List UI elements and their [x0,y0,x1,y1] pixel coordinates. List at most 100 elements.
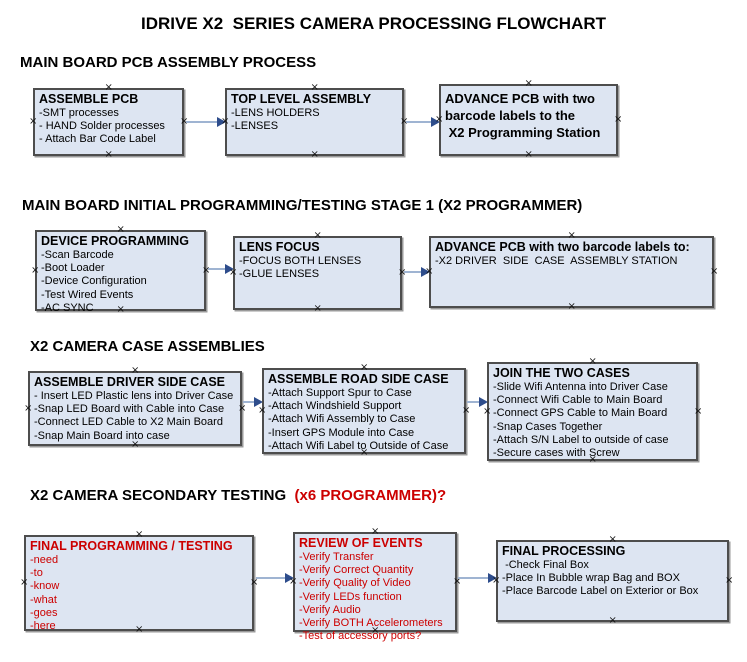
box-line: -Place Barcode Label on Exterior or Box [502,585,699,598]
box-items: -Verify Transfer-Verify Correct Quantity… [299,551,451,643]
box-items: - Insert LED Plastic lens into Driver Ca… [34,390,236,443]
connection-handle-icon: × [725,575,734,586]
connection-handle-icon: × [524,78,533,89]
arrowhead-icon [431,117,440,127]
box-line: -Insert GPS Module into Case [268,426,415,439]
box-line: -Attach Windshield Support [268,400,402,413]
box-line: -Snap LED Board with Cable into Case [34,403,225,416]
connection-handle-icon: × [360,362,369,373]
connection-handle-icon: × [694,405,703,417]
connection-handle-icon: × [567,230,576,241]
box-line: -Secure cases with Screw [493,447,620,460]
section-heading-case-assemblies: X2 CAMERA CASE ASSEMBLIES [30,338,265,355]
box-title: REVIEW OF EVENTS [299,536,423,550]
box-items: -Check Final Box-Place In Bubble wrap Ba… [502,559,723,599]
flow-arrow [186,117,226,127]
box-line: -Attach Support Spur to Case [268,387,412,399]
flow-box-advance-pcb-driver-side: ADVANCE PCB with two barcode labels to: … [425,231,718,312]
box-items: -SMT processes- HAND Solder processes- A… [39,107,178,147]
box-line: -Verify LEDs function [299,590,402,603]
box-line: -Scan Barcode [41,249,114,261]
section-heading-text: MAIN BOARD PCB ASSEMBLY PROCESS [20,54,317,71]
flow-box-top-level-assembly: TOP LEVEL ASSEMBLY -LENS HOLDERS-LENSES … [221,83,408,160]
arrowhead-icon [479,397,488,407]
box-line: -Device Configuration [41,275,147,288]
box-line: -here [30,620,56,633]
flow-box-assemble-driver-side-case: ASSEMBLE DRIVER SIDE CASE - Insert LED P… [24,366,246,450]
connection-handle-icon: × [524,149,533,160]
flow-box-assemble-road-side-case: ASSEMBLE ROAD SIDE CASE -Attach Support … [258,363,470,458]
flow-box-final-programming-testing: FINAL PROGRAMMING / TESTING -need-to-kno… [20,530,258,635]
box-line: -Snap Main Board into case [34,429,170,442]
box-line: -Slide Wifi Antenna into Driver Case [493,381,668,393]
arrowhead-icon [254,397,263,407]
connection-handle-icon: × [20,577,29,588]
connection-handle-icon: × [313,230,322,241]
connection-handle-icon: × [104,149,113,160]
arrowhead-icon [488,573,497,583]
box-line: -know [30,580,60,593]
box-line: -FOCUS BOTH LENSES [239,255,362,267]
flow-arrow [458,573,497,583]
section-heading-red-text: (x6 PROGRAMMER)? [290,487,447,504]
connection-handle-icon: × [462,405,471,416]
box-title: TOP LEVEL ASSEMBLY [231,92,372,106]
connection-handle-icon: × [104,82,113,93]
arrowhead-icon [421,267,430,277]
connection-handle-icon: × [483,405,492,417]
flow-arrow [406,117,440,127]
flow-arrow [208,264,234,274]
box-items: -X2 DRIVER SIDE CASE ASSEMBLY STATION [435,255,708,268]
box-title: ASSEMBLE ROAD SIDE CASE [268,372,449,386]
box-line: -need [30,554,59,566]
box-line: -Verify Quality of Video [299,577,411,590]
section-heading-text: X2 CAMERA CASE ASSEMBLIES [30,338,265,355]
box-line: -Attach Wifi Label to Outside of Case [268,439,449,452]
box-items: -Attach Support Spur to Case-Attach Wind… [268,387,460,453]
box-title: FINAL PROCESSING [502,544,626,558]
flowchart-title: IDRIVE X2 SERIES CAMERA PROCESSING FLOWC… [140,14,607,33]
connection-handle-icon: × [614,114,623,125]
box-line: -SMT processes [39,107,119,119]
connection-handle-icon: × [588,356,597,367]
section-heading-secondary-testing: X2 CAMERA SECONDARY TESTING (x6 PROGRAMM… [30,487,446,504]
section-heading-initial-programming: MAIN BOARD INITIAL PROGRAMMING/TESTING S… [22,197,582,214]
flow-box-review-of-events: REVIEW OF EVENTS -Verify Transfer-Verify… [289,527,461,643]
box-line: -LENSES [231,120,279,133]
box-title: JOIN THE TWO CASES [493,366,630,380]
box-title: ASSEMBLE DRIVER SIDE CASE [34,375,226,389]
box-items: -Slide Wifi Antenna into Driver Case-Con… [493,381,692,460]
section-heading-pcb-assembly: MAIN BOARD PCB ASSEMBLY PROCESS [20,54,316,71]
connection-handle-icon: × [371,526,380,537]
connection-handle-icon: × [29,116,38,127]
box-line: -Snap Cases Together [493,420,603,433]
box-title: ADVANCE PCB with two barcode labels to: [435,240,690,254]
flow-arrow [256,573,294,583]
box-line: -Connect Wifi Cable to Main Board [493,394,663,407]
flow-arrow [243,397,263,407]
box-items: -Scan Barcode-Boot Loader-Device Configu… [41,249,200,315]
box-line: -to [30,567,43,580]
connection-handle-icon: × [310,149,319,160]
box-line: -Verify Transfer [299,551,374,563]
box-line: -Verify Audio [299,603,361,616]
flow-box-final-processing: FINAL PROCESSING -Check Final Box-Place … [492,535,733,626]
box-line: -Attach S/N Label to outside of case [493,433,669,446]
flow-arrow [467,397,488,407]
flow-box-join-the-two-cases: JOIN THE TWO CASES -Slide Wifi Antenna i… [483,357,702,465]
box-line: -Place In Bubble wrap Bag and BOX [502,572,680,585]
box-line: -Verify Correct Quantity [299,564,414,577]
arrowhead-icon [217,117,226,127]
box-line: - Attach Bar Code Label [39,133,156,146]
box-line: -Boot Loader [41,262,105,275]
box-line: -Connect LED Cable to X2 Main Board [34,416,223,429]
box-title: LENS FOCUS [239,240,320,254]
box-items: -need-to-know-what-goes-here [30,554,248,633]
box-title: DEVICE PROGRAMMING [41,234,189,248]
box-title: ADVANCE PCB with two barcode labels to t… [445,91,601,140]
connection-handle-icon: × [131,365,140,376]
connection-handle-icon: × [608,534,617,545]
connection-handle-icon: × [310,82,319,93]
box-line: -goes [30,606,58,619]
